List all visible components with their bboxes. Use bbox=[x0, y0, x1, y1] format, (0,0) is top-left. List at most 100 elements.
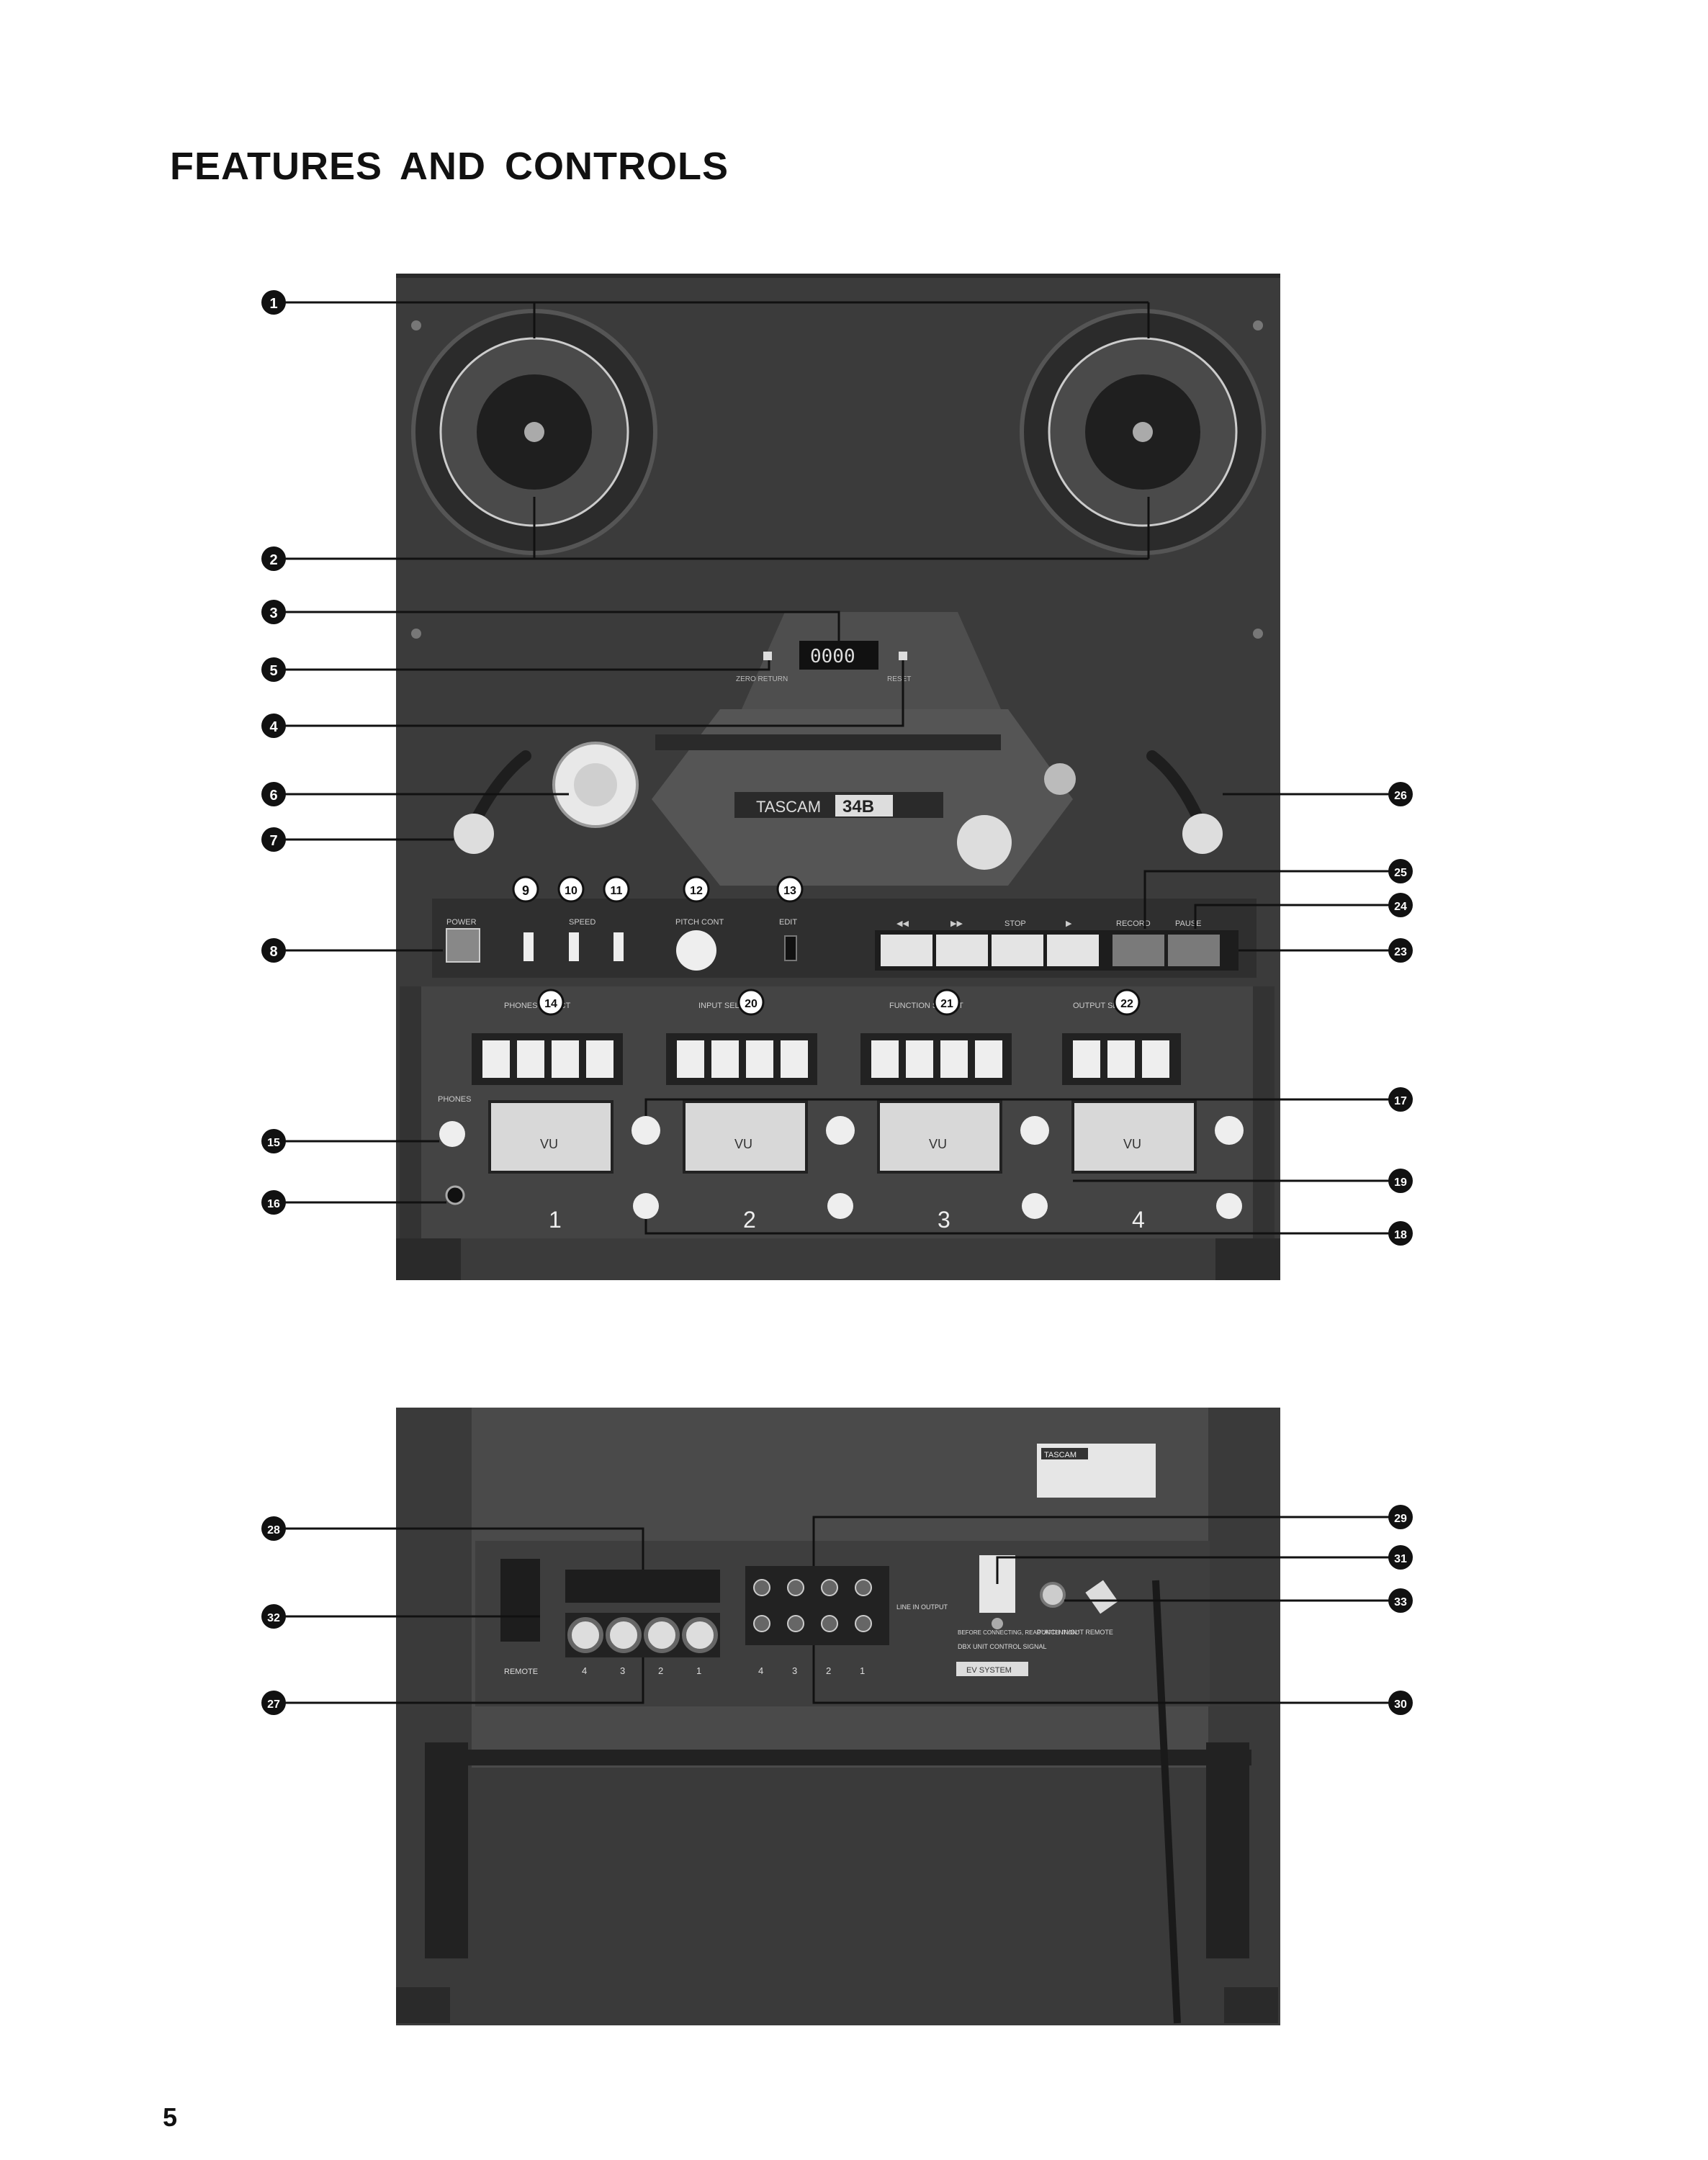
play-button[interactable] bbox=[1047, 935, 1099, 966]
svg-text:33: 33 bbox=[1394, 1596, 1407, 1608]
callout-33: 33 bbox=[1388, 1588, 1413, 1613]
svg-text:30: 30 bbox=[1394, 1698, 1407, 1711]
svg-text:22: 22 bbox=[1120, 998, 1133, 1010]
svg-text:28: 28 bbox=[267, 1524, 280, 1536]
left-tension-arm-knob[interactable] bbox=[454, 814, 494, 854]
callout-22: 22 bbox=[1113, 989, 1141, 1016]
stop-button[interactable] bbox=[992, 935, 1043, 966]
input-select-1[interactable] bbox=[677, 1040, 704, 1078]
line-input-rca-3[interactable] bbox=[787, 1579, 804, 1596]
svg-text:27: 27 bbox=[267, 1698, 280, 1711]
line-output-rca-2[interactable] bbox=[821, 1615, 838, 1632]
callout-23: 23 bbox=[1388, 938, 1413, 963]
phones-jack[interactable] bbox=[445, 1185, 465, 1205]
output-select-sync[interactable] bbox=[1107, 1040, 1135, 1078]
edit-button[interactable] bbox=[784, 935, 797, 961]
output-knob-4[interactable] bbox=[1215, 1116, 1244, 1145]
callout-7: 7 bbox=[261, 827, 286, 852]
input-knob-3[interactable] bbox=[1022, 1193, 1048, 1219]
input-select-group: INPUT SEL/LINE bbox=[666, 1002, 817, 1085]
phones-select-1[interactable] bbox=[482, 1040, 510, 1078]
svg-text:6: 6 bbox=[269, 788, 277, 804]
model-text: 34B bbox=[842, 797, 874, 816]
edit-switch[interactable] bbox=[613, 932, 624, 961]
system-label: EV SYSTEM bbox=[966, 1666, 1012, 1675]
input-knob-2[interactable] bbox=[827, 1193, 853, 1219]
line-input-jack-3[interactable] bbox=[606, 1617, 642, 1653]
input-select-2[interactable] bbox=[711, 1040, 739, 1078]
input-knob-4[interactable] bbox=[1216, 1193, 1242, 1219]
record-button[interactable] bbox=[1113, 935, 1164, 966]
svg-text:VU: VU bbox=[734, 1137, 752, 1151]
line-input-rca-2[interactable] bbox=[821, 1579, 838, 1596]
svg-text:2: 2 bbox=[269, 552, 277, 568]
vu-meter-1: VU bbox=[488, 1100, 613, 1174]
callout-32: 32 bbox=[261, 1604, 286, 1629]
callout-24: 24 bbox=[1388, 893, 1413, 917]
rear-brand-label: TASCAM bbox=[1044, 1451, 1077, 1459]
svg-text:2: 2 bbox=[826, 1665, 831, 1676]
speed-switch[interactable] bbox=[569, 932, 579, 961]
callout-13: 13 bbox=[776, 876, 804, 903]
line-output-rca-3[interactable] bbox=[787, 1615, 804, 1632]
line-input-jack-1[interactable] bbox=[682, 1617, 718, 1653]
function-select-1[interactable] bbox=[871, 1040, 899, 1078]
zero-return-button[interactable] bbox=[763, 652, 772, 660]
counter-value: 0000 bbox=[810, 646, 855, 667]
phones-select-2[interactable] bbox=[517, 1040, 544, 1078]
punch-in-out-jack[interactable] bbox=[1040, 1582, 1066, 1608]
output-select-input[interactable] bbox=[1073, 1040, 1100, 1078]
line-in-output-label: LINE IN OUTPUT bbox=[896, 1603, 948, 1611]
phones-level-knob[interactable] bbox=[439, 1121, 465, 1147]
channel-number-2: 2 bbox=[743, 1207, 756, 1233]
reset-label: RESET bbox=[887, 675, 911, 683]
line-output-rca-4[interactable] bbox=[753, 1615, 770, 1632]
pitch-control-knob[interactable] bbox=[676, 930, 716, 971]
line-input-jack-4[interactable] bbox=[567, 1617, 603, 1653]
callout-15: 15 bbox=[261, 1129, 286, 1153]
fast-forward-button[interactable] bbox=[936, 935, 988, 966]
output-select-repro[interactable] bbox=[1142, 1040, 1169, 1078]
left-reel[interactable] bbox=[411, 309, 657, 555]
svg-text:4: 4 bbox=[269, 719, 278, 735]
svg-text:3: 3 bbox=[269, 606, 277, 621]
line-input-jack-2[interactable] bbox=[644, 1617, 680, 1653]
svg-text:26: 26 bbox=[1394, 790, 1407, 802]
svg-text:11: 11 bbox=[611, 885, 623, 897]
phones-select-4[interactable] bbox=[586, 1040, 613, 1078]
svg-text:21: 21 bbox=[940, 998, 953, 1010]
output-knob-1[interactable] bbox=[631, 1116, 660, 1145]
counter-reset-button[interactable] bbox=[899, 652, 907, 660]
output-knob-2[interactable] bbox=[826, 1116, 855, 1145]
function-select-3[interactable] bbox=[940, 1040, 968, 1078]
callout-14: 14 bbox=[537, 989, 565, 1016]
input-level-switches[interactable] bbox=[565, 1570, 720, 1603]
tape-counter bbox=[799, 641, 878, 670]
phones-select-3[interactable] bbox=[552, 1040, 579, 1078]
line-input-rca-4[interactable] bbox=[753, 1579, 770, 1596]
dbx-control-jack[interactable] bbox=[992, 1618, 1003, 1629]
reel-size-switch[interactable] bbox=[523, 932, 534, 961]
callout-19: 19 bbox=[1388, 1169, 1413, 1193]
front-deck: TASCAM 34B 0000 ZERO RETURN RESET POWER … bbox=[396, 274, 1280, 1280]
power-switch[interactable] bbox=[446, 928, 480, 963]
line-input-rca-1[interactable] bbox=[855, 1579, 872, 1596]
right-reel[interactable] bbox=[1020, 309, 1266, 555]
function-select-2[interactable] bbox=[906, 1040, 933, 1078]
svg-text:4: 4 bbox=[582, 1665, 587, 1676]
rewind-button[interactable] bbox=[881, 935, 932, 966]
callout-25: 25 bbox=[1388, 859, 1413, 883]
brand-text: TASCAM bbox=[756, 798, 821, 816]
function-select-4[interactable] bbox=[975, 1040, 1002, 1078]
right-tension-arm-knob[interactable] bbox=[1182, 814, 1223, 854]
input-select-4[interactable] bbox=[781, 1040, 808, 1078]
output-knob-3[interactable] bbox=[1020, 1116, 1049, 1145]
pause-button[interactable] bbox=[1168, 935, 1220, 966]
remote-connector[interactable] bbox=[500, 1559, 540, 1642]
dbx-control-label: DBX UNIT CONTROL SIGNAL bbox=[958, 1643, 1047, 1650]
line-output-rca-1[interactable] bbox=[855, 1615, 872, 1632]
input-knob-1[interactable] bbox=[633, 1193, 659, 1219]
rew-label: ◀◀ bbox=[896, 919, 909, 928]
pause-label: PAUSE bbox=[1175, 919, 1201, 928]
input-select-3[interactable] bbox=[746, 1040, 773, 1078]
